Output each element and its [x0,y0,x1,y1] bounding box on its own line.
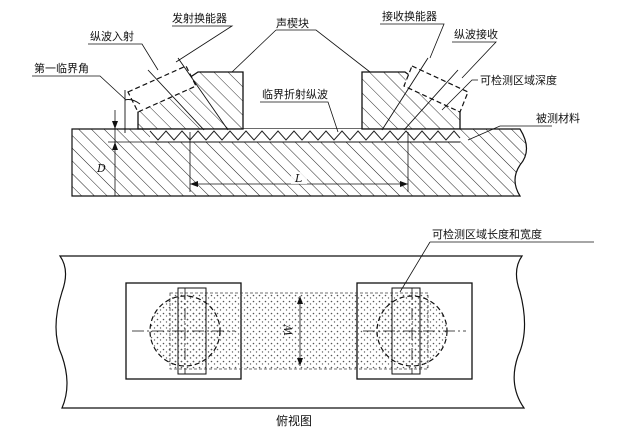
side-leaders [32,23,552,141]
refracted-wave-band [149,129,461,143]
label-first-critical-angle: 第一临界角 [34,61,89,75]
caption-top-view: 俯视图 [276,413,312,428]
length-dimension [189,132,409,192]
label-detectable-depth: 可检测区域深度 [480,73,557,87]
width-dimension [297,296,303,366]
side-view: 纵波入射 发射换能器 声楔块 接收换能器 纵波接收 第一临界角 可检测区域深度 … [32,9,580,197]
transmitter-transducer [127,65,197,113]
symbol-depth: D [96,162,106,175]
label-longitudinal-reception: 纵波接收 [454,27,498,41]
depth-dimension [108,110,160,196]
label-tested-material: 被测材料 [536,111,580,125]
symbol-length: L [294,172,302,185]
label-longitudinal-incidence: 纵波入射 [90,29,134,43]
label-receiver: 接收换能器 [382,9,437,23]
label-detectable-length-width: 可检测区域长度和宽度 [432,227,542,241]
label-critical-refracted-wave: 临界折射纵波 [262,87,328,101]
symbol-width: W [282,323,295,336]
test-material-plate [71,128,528,197]
top-view: W 可检测区域长度和宽度 [55,227,594,409]
left-wedge [137,71,244,130]
label-acoustic-wedge: 声楔块 [276,16,309,30]
label-transmitter: 发射换能器 [172,11,227,25]
